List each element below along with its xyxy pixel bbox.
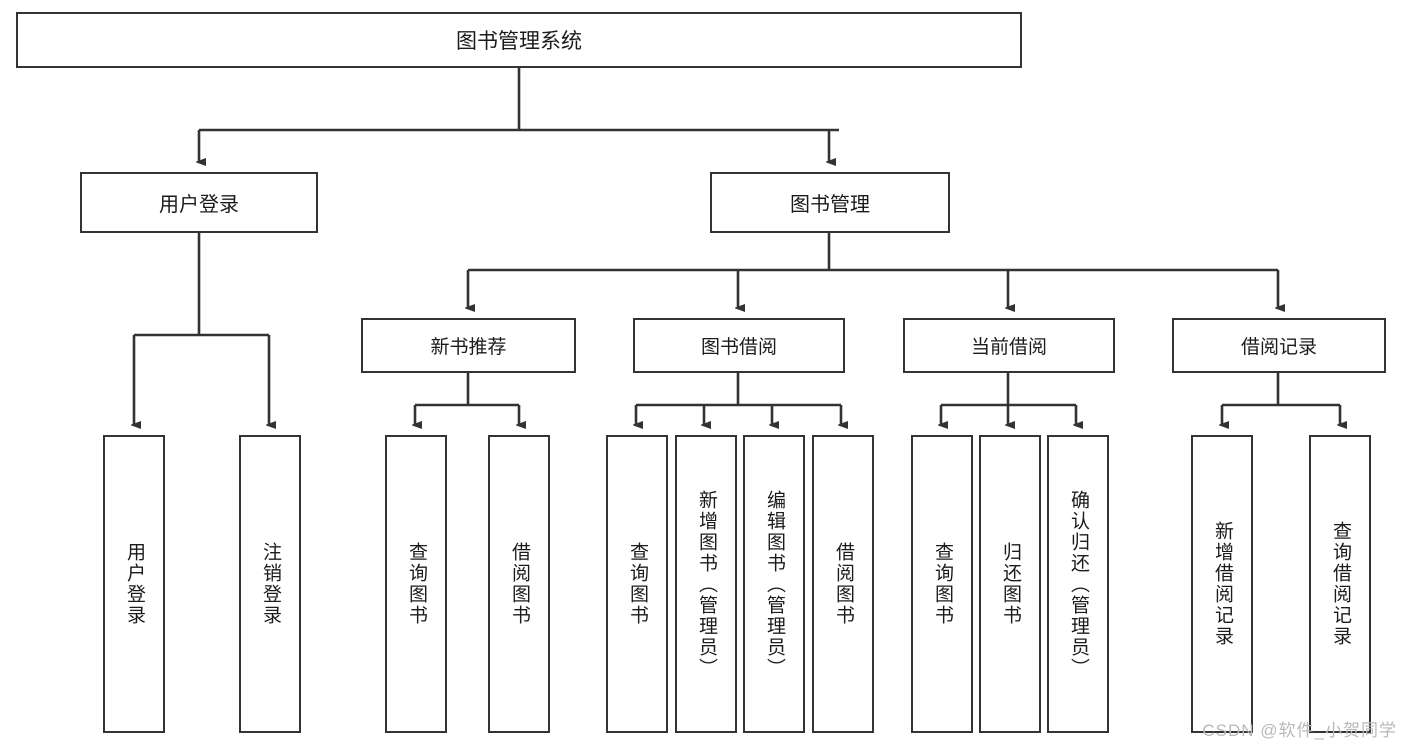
leaf-logout[interactable]: 注销登录: [239, 435, 301, 733]
leaf-return-book[interactable]: 归还图书: [979, 435, 1041, 733]
node-label: 图书管理系统: [456, 30, 582, 53]
node-label: 查询图书: [405, 542, 427, 626]
node-label: 查询图书: [626, 542, 648, 626]
node-label: 新增图书（管理员）: [695, 489, 717, 679]
node-label: 用户登录: [159, 194, 239, 216]
node-label: 图书管理: [790, 194, 870, 216]
node-label: 借阅记录: [1240, 337, 1317, 358]
leaf-query-borrow-record[interactable]: 查询借阅记录: [1309, 435, 1371, 733]
leaf-borrow-book-recommend[interactable]: 借阅图书: [488, 435, 550, 733]
node-label: 查询图书: [931, 542, 953, 626]
leaf-query-book-current[interactable]: 查询图书: [911, 435, 973, 733]
node-label: 当前借阅: [970, 337, 1047, 358]
node-label: 图书借阅: [700, 337, 777, 358]
node-label: 确认归还（管理员）: [1067, 489, 1089, 679]
node-label: 借阅图书: [832, 542, 854, 626]
node-book-management[interactable]: 图书管理: [710, 172, 950, 233]
leaf-user-login[interactable]: 用户登录: [103, 435, 165, 733]
node-root-book-management-system[interactable]: 图书管理系统: [16, 12, 1022, 68]
leaf-query-book-borrow[interactable]: 查询图书: [606, 435, 668, 733]
node-book-borrow[interactable]: 图书借阅: [633, 318, 845, 373]
node-label: 新书推荐: [430, 337, 507, 358]
node-current-borrow[interactable]: 当前借阅: [903, 318, 1115, 373]
watermark: CSDN @软件_小贺同学: [1202, 721, 1397, 740]
node-new-book-recommend[interactable]: 新书推荐: [361, 318, 576, 373]
leaf-add-borrow-record[interactable]: 新增借阅记录: [1191, 435, 1253, 733]
leaf-borrow-book[interactable]: 借阅图书: [812, 435, 874, 733]
node-label: 查询借阅记录: [1329, 521, 1351, 647]
node-label: 借阅图书: [508, 542, 530, 626]
node-label: 归还图书: [999, 542, 1021, 626]
node-user-login[interactable]: 用户登录: [80, 172, 318, 233]
node-label: 编辑图书（管理员）: [763, 489, 785, 679]
leaf-confirm-return-admin[interactable]: 确认归还（管理员）: [1047, 435, 1109, 733]
node-label: 用户登录: [123, 542, 145, 626]
leaf-add-book-admin[interactable]: 新增图书（管理员）: [675, 435, 737, 733]
leaf-edit-book-admin[interactable]: 编辑图书（管理员）: [743, 435, 805, 733]
node-borrow-record[interactable]: 借阅记录: [1172, 318, 1386, 373]
node-label: 新增借阅记录: [1211, 521, 1233, 647]
leaf-query-book-recommend[interactable]: 查询图书: [385, 435, 447, 733]
node-label: 注销登录: [259, 542, 281, 626]
